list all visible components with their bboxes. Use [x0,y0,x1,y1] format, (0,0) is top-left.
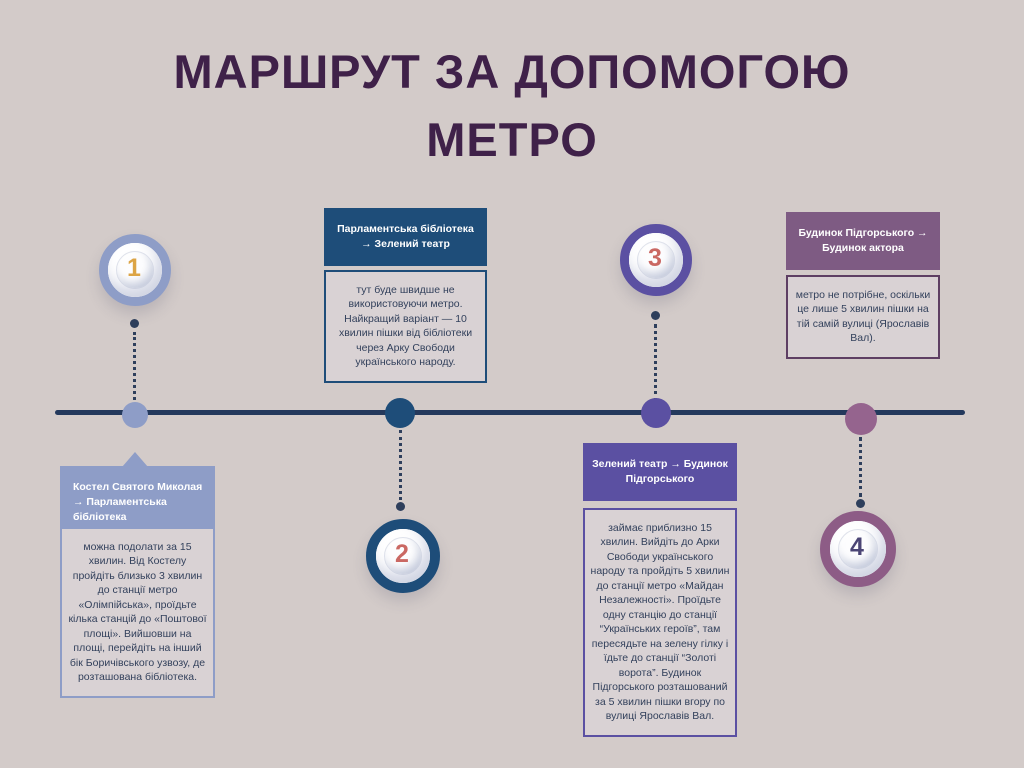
connector-dot [856,499,865,508]
connector-dot [130,319,139,328]
connector-line [654,324,657,402]
plate-icon [629,233,683,287]
step-4-description: метро не потрібне, оскільки це лише 5 хв… [786,275,940,359]
step-2-description: тут буде швидше не використовуючи метро.… [324,270,487,383]
step-3-circle: 3 [620,224,692,296]
connector-dot [396,502,405,511]
timeline-node-1 [122,402,148,428]
connector-line [859,437,862,497]
connector-dot [651,311,660,320]
timeline-node-2 [385,398,415,428]
step-2-circle: 2 [366,519,440,593]
step-2-header: Парламентська бібліотека → Зелений театр [324,208,487,267]
callout-pointer [122,452,148,467]
timeline-node-4 [845,403,877,435]
step-1-number: 1 [127,253,141,282]
plate-icon [108,243,162,297]
step-2-number: 2 [395,539,409,568]
step-3-number: 3 [648,243,662,272]
step-3-header: Зелений театр → Будинок Підгорського [583,443,737,502]
timeline-axis [55,410,965,415]
connector-line [133,332,136,406]
step-3-description: займає приблизно 15 хвилин. Вийдіть до А… [583,508,737,737]
step-1-description: можна подолати за 15 хвилин. Від Костелу… [60,527,215,698]
step-4-number: 4 [850,532,864,561]
connector-line [399,430,402,500]
timeline-node-3 [641,398,671,428]
step-1-circle: 1 [99,234,171,306]
plate-icon [376,529,430,583]
step-4-header: Будинок Підгорського → Будинок актора [786,212,940,271]
plate-icon [830,521,886,577]
step-4-circle: 4 [820,511,896,587]
page-title: МАРШРУТ ЗА ДОПОМОГОЮ МЕТРО [173,45,851,167]
